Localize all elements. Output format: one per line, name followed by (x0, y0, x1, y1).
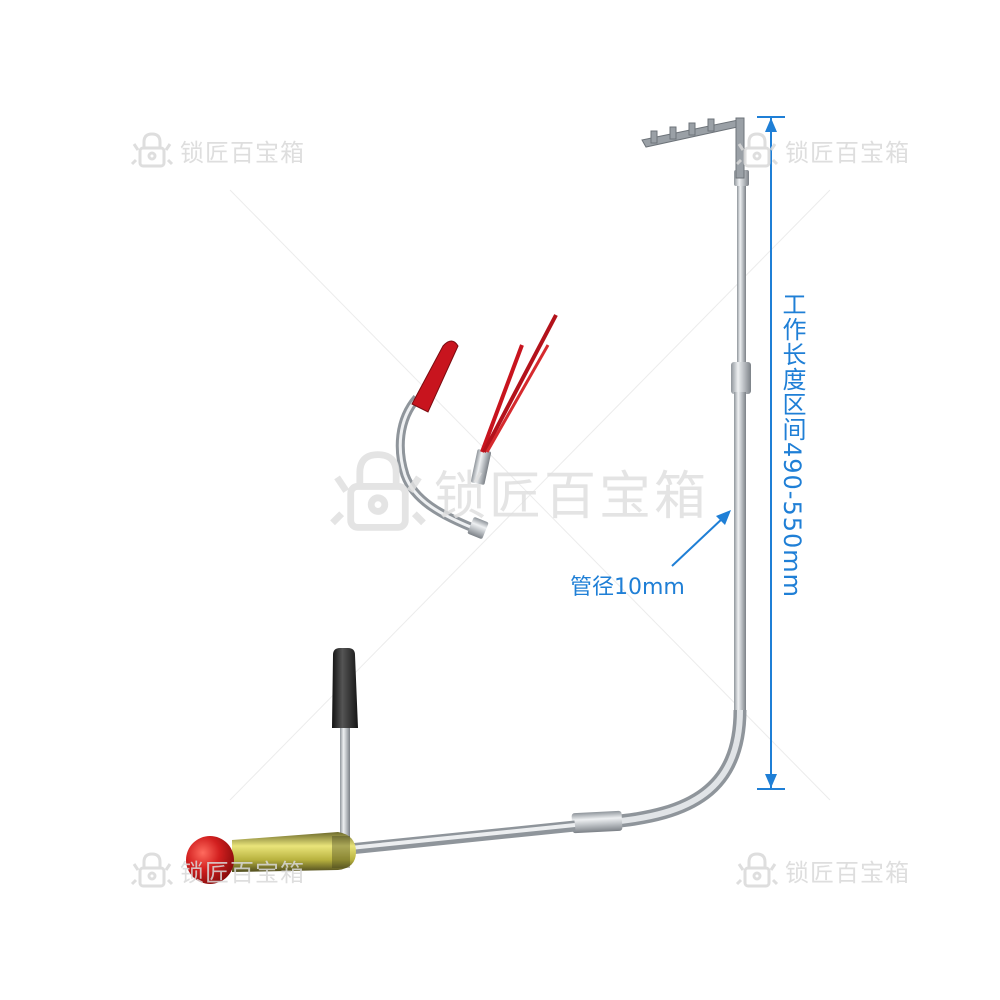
lever-grip (332, 648, 358, 728)
watermark-text: 锁匠百宝箱 (180, 858, 305, 887)
watermark-text: 锁匠百宝箱 (785, 138, 910, 167)
lower-shaft-segment (734, 392, 746, 712)
watermark-text: 锁匠百宝箱 (785, 858, 910, 887)
hook-comb (641, 117, 745, 179)
tube-diameter-label: 管径10mm (570, 575, 685, 600)
watermark-text: 锁匠百宝箱 (180, 138, 305, 167)
lever (332, 648, 358, 845)
tube-shaft (339, 170, 751, 856)
lock-logo-icon (330, 451, 426, 531)
watermark-bottom-right: 锁匠百宝箱 (735, 850, 910, 890)
mid-coupler (731, 362, 751, 394)
yellow-handle (232, 832, 356, 872)
red-knob (186, 836, 234, 884)
handle-collar (332, 836, 350, 868)
watermark-top-right: 锁匠百宝箱 (735, 130, 910, 170)
lock-logo-icon (735, 852, 779, 888)
lock-logo-icon (735, 132, 779, 168)
upper-shaft-segment (737, 175, 746, 365)
watermark-text: 锁匠百宝箱 (434, 466, 710, 527)
watermark-center: 锁匠百宝箱 (328, 445, 709, 537)
watermark-top-left: 锁匠百宝箱 (130, 130, 305, 170)
lock-logo-icon (130, 132, 174, 168)
horizontal-shaft (339, 823, 576, 851)
working-length-label: 工作长度区间490-550mm (778, 292, 806, 599)
accessory-bent-pick (395, 340, 489, 539)
bottom-coupler (571, 810, 623, 834)
shaft-bend (609, 709, 743, 825)
lever-rod (340, 725, 350, 845)
accessory-tweezers (470, 314, 558, 485)
handle (186, 832, 356, 884)
shaft-bend-shadow (609, 709, 747, 829)
length-dimension-line (757, 116, 785, 790)
diameter-arrow (671, 510, 731, 567)
watermark-lines (229, 189, 831, 801)
lock-logo-icon (130, 852, 174, 888)
watermark-bottom-left: 锁匠百宝箱 (130, 850, 305, 890)
